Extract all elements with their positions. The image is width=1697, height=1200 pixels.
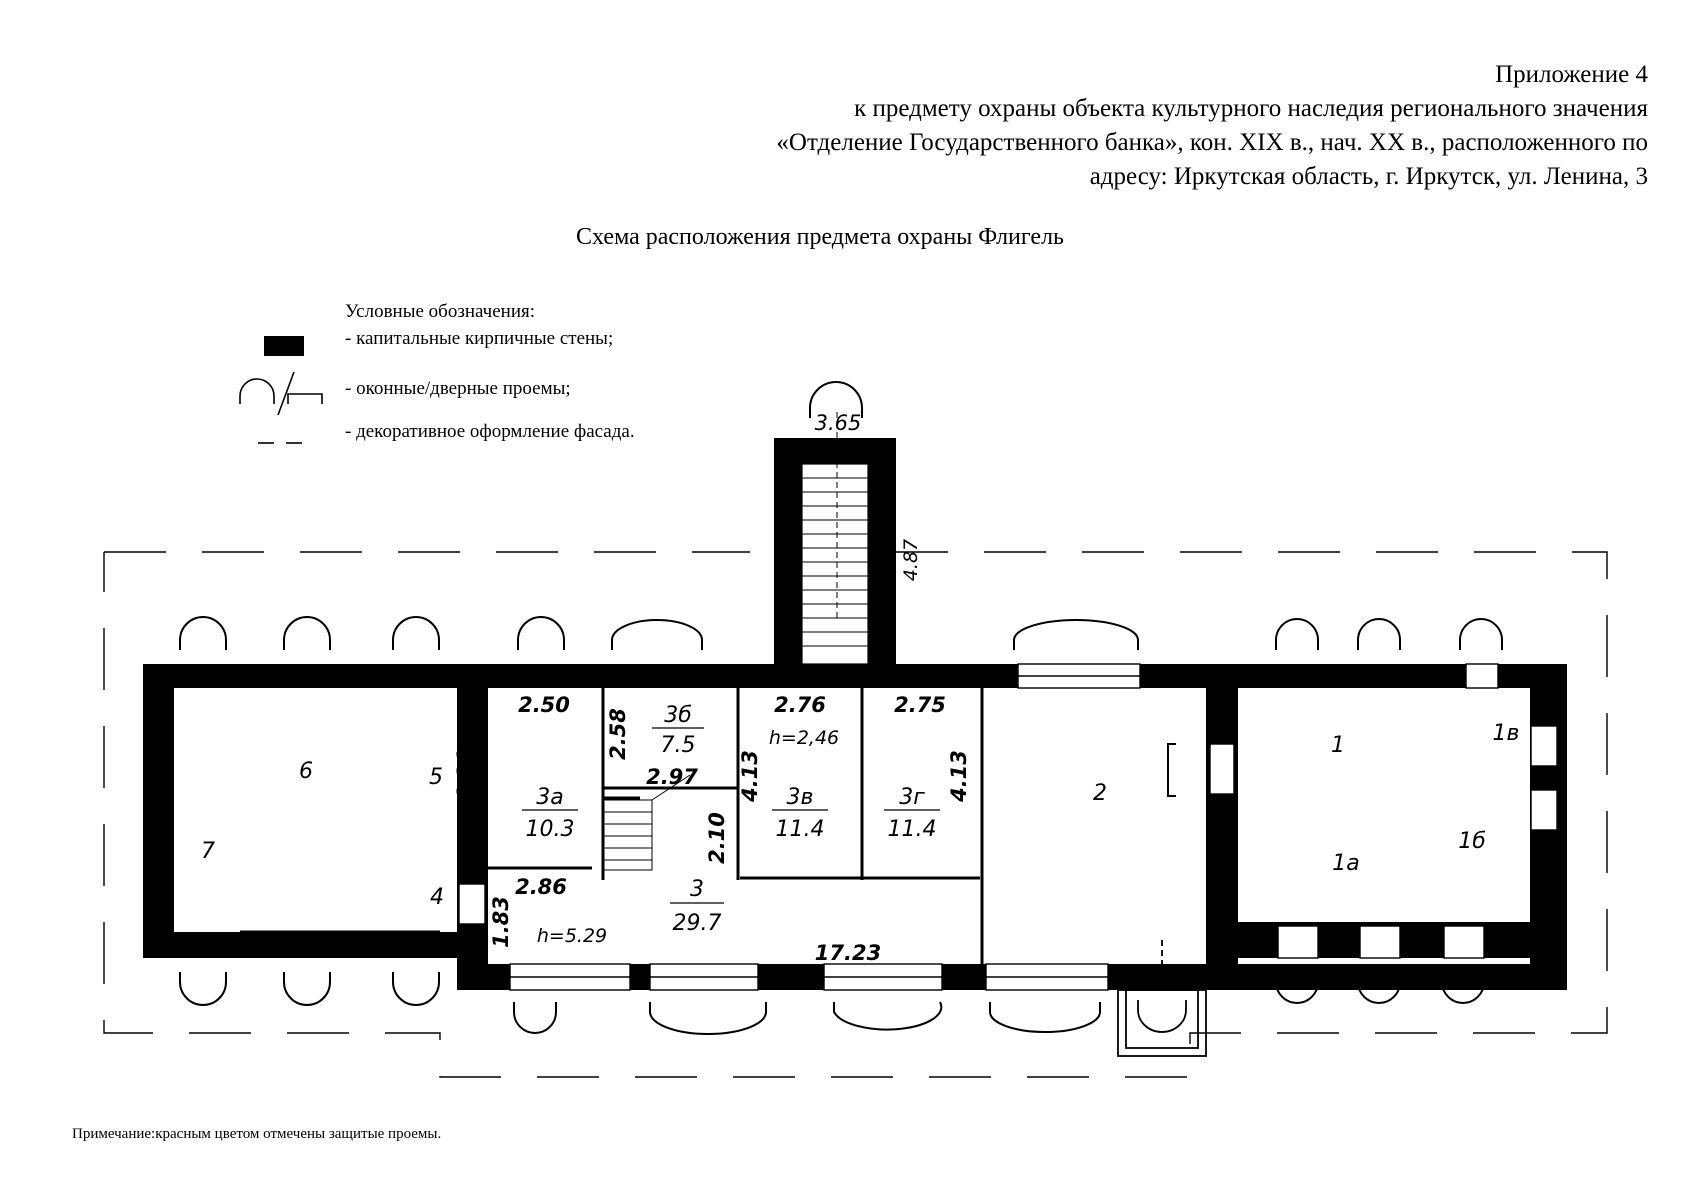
dim-4-14: 4.14 bbox=[453, 750, 477, 803]
appendix-object: «Отделение Государственного банка», кон.… bbox=[776, 129, 1648, 156]
room-1b-number: 1б bbox=[1458, 829, 1486, 854]
room-1v-number: 1в bbox=[1493, 721, 1520, 746]
room-3a-number: 3а bbox=[536, 785, 563, 810]
room-5-number: 5 bbox=[429, 765, 443, 790]
dim-1-83: 1.83 bbox=[489, 896, 513, 948]
dim-2-58: 2.58 bbox=[606, 708, 630, 760]
dim-2-86: 2.86 bbox=[515, 875, 567, 899]
room-3a-area: 10.3 bbox=[526, 817, 575, 842]
facade-decor-outline bbox=[103, 551, 1608, 1078]
room-3v-area: 11.4 bbox=[776, 817, 825, 842]
interior-partitions bbox=[240, 688, 984, 964]
stair-width-dim: 3.65 bbox=[815, 411, 862, 435]
legend-openings-label: - оконные/дверные проемы; bbox=[345, 378, 571, 399]
dim-2-97: 2.97 bbox=[646, 765, 698, 789]
ceiling-height-5-29: h=5.29 bbox=[537, 925, 607, 947]
page-title: Схема расположения предмета охраны Флиге… bbox=[576, 224, 1064, 250]
room-3b-number: 3б bbox=[664, 703, 692, 728]
stair-length-dim: 4.87 bbox=[900, 539, 922, 581]
room-3b-area: 7.5 bbox=[661, 733, 696, 758]
room-4-number: 4 bbox=[430, 885, 444, 910]
room-1-number: 1 bbox=[1331, 733, 1345, 758]
appendix-number: Приложение 4 bbox=[1495, 61, 1648, 88]
dim-2-10: 2.10 bbox=[705, 812, 729, 864]
legend-opening-symbol bbox=[239, 371, 323, 416]
room-3g-area: 11.4 bbox=[888, 817, 937, 842]
legend-wall-swatch bbox=[264, 336, 304, 356]
room-6-number: 6 bbox=[299, 759, 313, 784]
room-2-number: 2 bbox=[1093, 781, 1107, 806]
legend-walls-label: - капитальные кирпичные стены; bbox=[345, 328, 614, 349]
dim-2-50: 2.50 bbox=[518, 693, 570, 717]
ceiling-height-2-46: h=2,46 bbox=[769, 727, 839, 749]
room-3v-number: 3в bbox=[787, 785, 814, 810]
legend-heading: Условные обозначения: bbox=[345, 301, 536, 322]
room-3g-number: 3г bbox=[899, 785, 925, 810]
dim-4-13-left: 4.13 bbox=[738, 750, 762, 803]
room-1a-number: 1а bbox=[1332, 851, 1359, 876]
room-7-number: 7 bbox=[201, 839, 215, 864]
room-3-number: 3 bbox=[690, 877, 704, 902]
appendix-address: адресу: Иркутская область, г. Иркутск, у… bbox=[1089, 163, 1648, 190]
entrance-porch bbox=[1117, 940, 1207, 1057]
legend-decor-label: - декоративное оформление фасада. bbox=[345, 421, 635, 442]
footnote: Примечание:красным цветом отмечены защит… bbox=[72, 1126, 442, 1142]
stair-tower bbox=[774, 381, 896, 666]
appendix-subject: к предмету охраны объекта культурного на… bbox=[854, 95, 1648, 122]
room-3-area: 29.7 bbox=[673, 911, 722, 936]
dim-2-76: 2.76 bbox=[774, 693, 826, 717]
window-arches bbox=[179, 616, 1503, 1035]
dim-17-23: 17.23 bbox=[815, 941, 881, 965]
dim-2-75: 2.75 bbox=[894, 693, 946, 717]
windows bbox=[458, 663, 1558, 991]
dim-4-13-right: 4.13 bbox=[947, 750, 971, 803]
